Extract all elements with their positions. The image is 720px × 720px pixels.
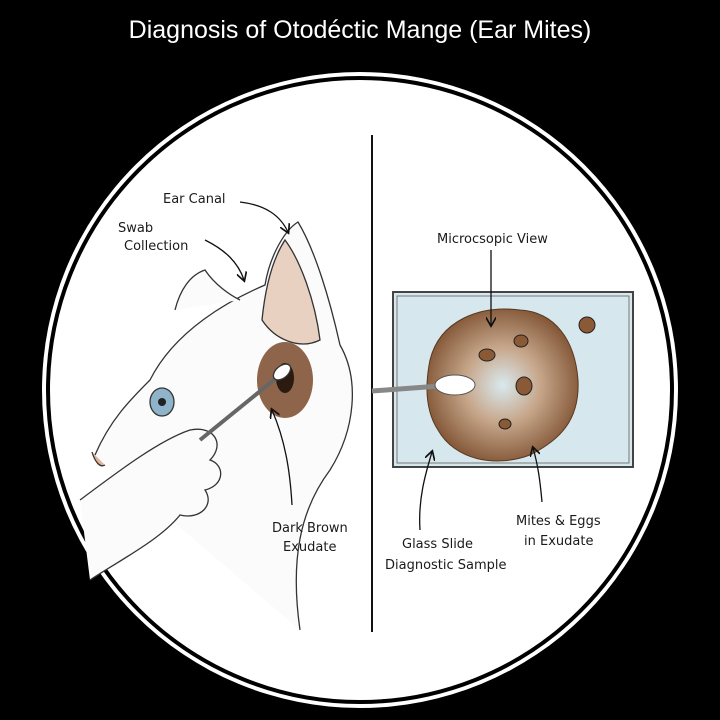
label-in-exudate: in Exudate: [524, 534, 593, 549]
label-ear-canal: Ear Canal: [163, 192, 226, 207]
label-microscopic-view: Microcsopic View: [437, 232, 548, 247]
exudate-sample: [426, 308, 579, 462]
diagram-title: Diagnosis of Otodéctic Mange (Ear Mites): [128, 16, 592, 44]
label-mites-eggs: Mites & Eggs: [516, 514, 601, 529]
mites: [478, 316, 596, 430]
annotation-arrows: [204, 201, 543, 531]
label-glass-slide: Glass Slide: [402, 537, 473, 552]
label-swab: Swab: [118, 221, 153, 236]
hand-with-swab: [79, 363, 292, 581]
diagram-circle: [38, 68, 682, 712]
swab-on-slide: [371, 374, 476, 396]
label-diagnostic-sample: Diagnostic Sample: [385, 558, 507, 573]
label-exudate: Exudate: [283, 540, 336, 555]
label-collection: Collection: [124, 239, 188, 254]
cat-illustration: [91, 221, 353, 631]
label-dark-brown: Dark Brown: [272, 521, 348, 536]
